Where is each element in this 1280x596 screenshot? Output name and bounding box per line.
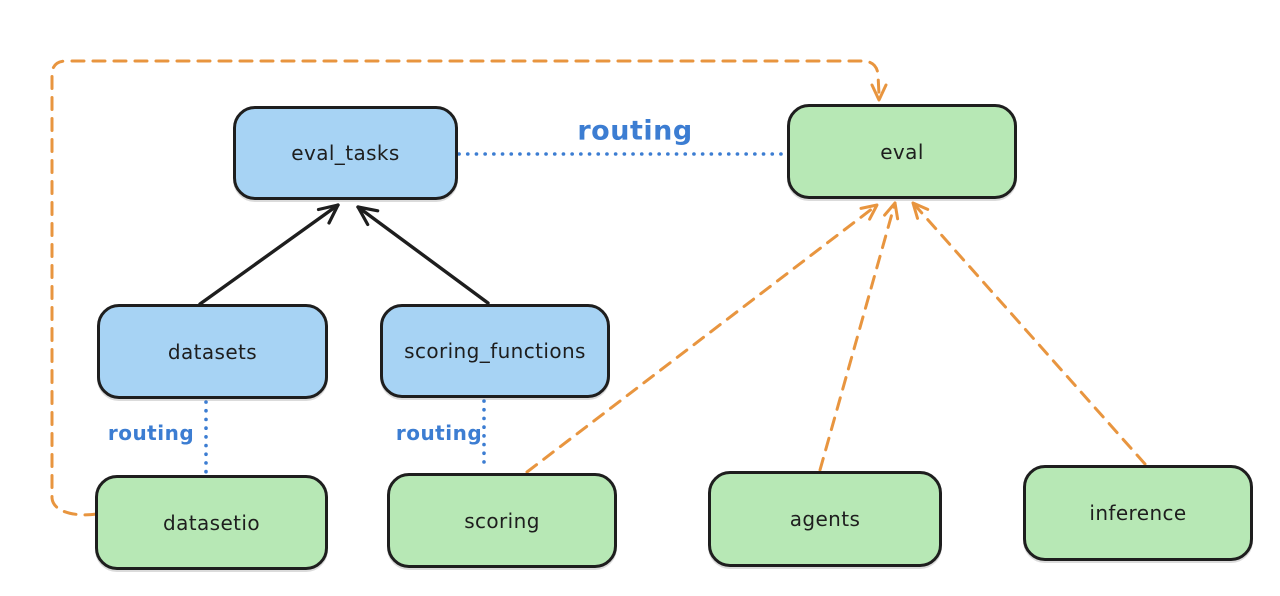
edge-datasetio-to-eval-loop [50,59,881,517]
node-datasets: datasets [97,304,328,399]
edge-label-routing-datasetio: routing [107,421,195,445]
arrow-scoring-functions-to-eval-tasks [356,205,490,305]
edge-scoring-to-eval [525,203,879,474]
arrowhead-inference-to-eval [911,201,930,220]
arrow-datasets-to-eval-tasks [198,203,340,306]
node-scoring-functions: scoring_functions [380,304,610,398]
node-datasetio: datasetio [95,475,328,570]
edge-inference-to-eval [911,201,1147,466]
arrowhead-scoring-to-eval [859,203,879,221]
edge-label-routing-scoring: routing [395,421,483,445]
edge-label-routing-top: routing [577,115,693,147]
node-agents: agents [708,471,942,567]
node-eval-tasks: eval_tasks [233,106,458,200]
node-label: datasets [167,339,258,364]
node-label: agents [789,507,861,531]
node-label: inference [1089,501,1187,525]
arrowhead-datasets-to-eval-tasks [316,203,340,225]
edge-agents-to-eval [818,201,897,472]
arrowhead-datasetio-to-eval [870,83,888,102]
node-scoring: scoring [387,473,617,568]
arrowhead-agents-to-eval [883,201,900,221]
node-eval: eval [787,104,1017,199]
node-label: datasetio [162,510,260,535]
arrowhead-scoring-functions-to-eval-tasks [356,205,380,227]
node-label: scoring [464,508,540,533]
node-label: scoring_functions [404,339,586,363]
node-inference: inference [1023,465,1253,561]
node-label: eval [880,139,924,164]
node-label: eval_tasks [291,141,400,165]
